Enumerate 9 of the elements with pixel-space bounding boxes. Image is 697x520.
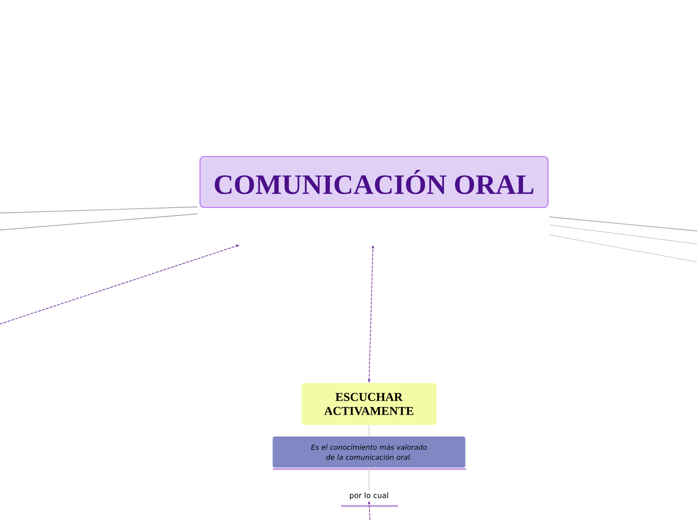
connector-line [549,234,697,262]
subtopic-box: ESCUCHAR ACTIVAMENTE [302,383,436,425]
topic-box: COMUNICACIÓN ORAL [200,156,548,208]
connector-line [368,424,370,437]
connector-line [368,467,370,492]
connector-line [0,214,198,230]
connector-line [549,224,697,244]
connector-line [0,206,198,214]
connector-line [549,216,697,232]
